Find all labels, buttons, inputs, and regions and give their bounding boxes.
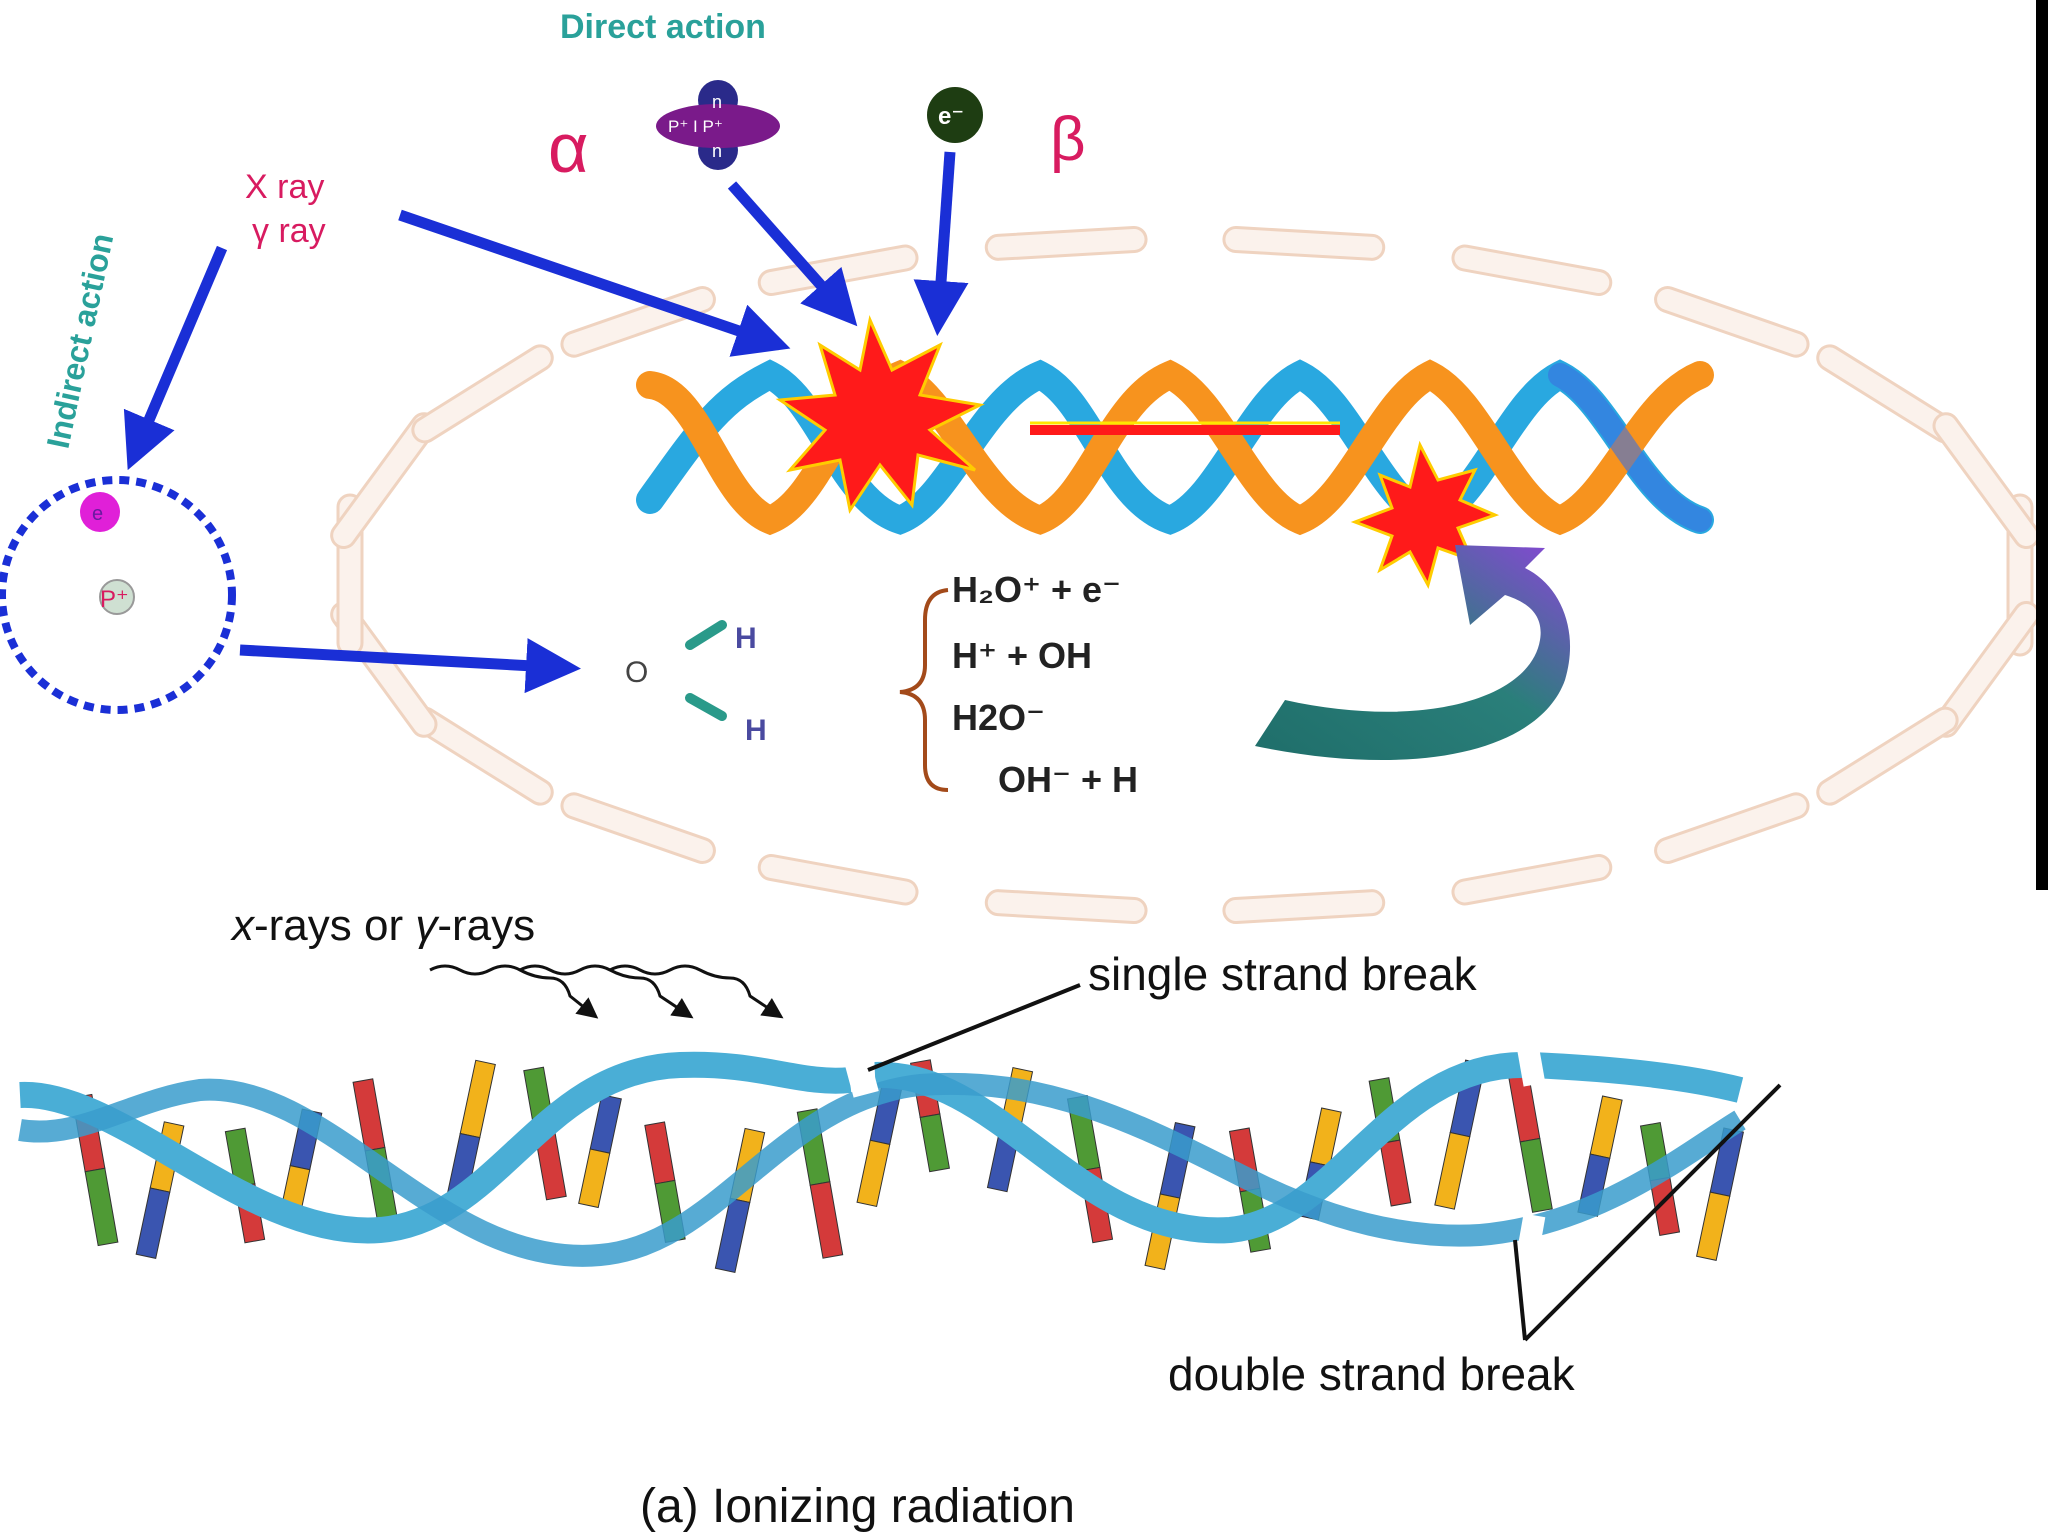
beta-arrow [913,151,969,336]
caption: (a) Ionizing radiation [640,1480,1075,1533]
membrane-segment [560,792,716,865]
xray-arrow [398,209,791,357]
atom-electron-label: e [92,503,103,525]
base-pair-segment [1519,1137,1553,1213]
alpha-arrow [727,181,858,327]
rays-label-gamma: γ [415,901,440,950]
atom-icon: P⁺ e [0,476,236,714]
membrane-segment [1654,792,1810,865]
xray-label: X ray [245,168,324,206]
base-pair-segment [856,1139,891,1208]
bottom-panel: x-rays or γ-rays single strand break dou… [18,901,1782,1533]
backbone-1 [19,1051,1744,1244]
dna-helix-bottom [18,1043,1746,1267]
strand-orange [636,359,1714,536]
base-pair-segment [644,1121,676,1185]
water-molecule-icon: O H H [625,620,767,747]
alpha-protons: P⁺ I P⁺ [668,117,723,136]
base-pair-segment [1379,1139,1412,1207]
reaction-1: H₂O⁺ + e⁻ [952,569,1121,610]
indirect-arrow [123,245,228,471]
radiation-arrows [123,151,969,694]
ray-1 [429,964,599,1019]
rays-label-x: x [230,901,256,950]
water-oxygen: O [625,656,648,689]
cell-membrane [330,225,2040,925]
curved-arrow [1255,545,1571,761]
membrane-segment [1932,412,2040,549]
reaction-2: H⁺ + OH [952,635,1092,676]
damage-bursts [775,315,1500,589]
base-pair-segment [84,1167,119,1247]
incoming-rays [429,964,784,1019]
base-pair-segment [919,1113,950,1173]
strand-blue-end [1548,363,1712,532]
beta-electron-label: e⁻ [938,103,964,130]
base-pair-segment [459,1059,496,1139]
base-pair-segment [809,1181,844,1259]
membrane-segment [411,344,554,444]
backbone-2 [18,1072,1746,1267]
membrane-segment [984,889,1148,925]
membrane-segment [1451,244,1613,297]
gamma-ray-label: γ ray [252,212,326,250]
ray-2 [519,964,694,1019]
membrane-segment [757,244,919,297]
reaction-products: H₂O⁺ + e⁻ H⁺ + OH H2O⁻ OH⁻ + H [952,569,1138,800]
base-pair-segment [135,1187,171,1259]
reaction-4: OH⁻ + H [998,759,1138,800]
base-pair-segment [1434,1131,1471,1210]
single-break-pointer [867,983,1081,1072]
alpha-particle-icon: n n P⁺ I P⁺ [656,80,780,170]
rays-label: x-rays or γ-rays [230,901,535,950]
rays-label-end: -rays [437,901,535,950]
beta-electron-icon: e⁻ [927,87,983,143]
membrane-segment [1654,285,1810,358]
water-arrow [239,638,581,694]
double-break-pointer-2 [1513,1239,1527,1341]
ray-3 [609,964,784,1019]
water-h-bottom: H [745,714,767,747]
alpha-neutron-top: n [712,92,722,112]
membrane-segment [984,225,1148,261]
rays-label-mid: -rays or [254,901,415,950]
base-pair-segment [578,1148,611,1209]
alpha-neutron-bottom: n [712,141,722,161]
reaction-3: H2O⁻ [952,697,1045,738]
alpha-symbol: α [548,109,588,187]
membrane-segment [757,853,919,906]
burst-direct [775,315,985,514]
membrane-segment [1451,853,1613,906]
base-pair-segment [1589,1095,1623,1159]
right-edge-bar [2036,0,2048,890]
direct-action-label: Direct action [560,8,766,46]
break-pointers [867,983,1782,1342]
top-panel: Direct action α β n n P⁺ I P⁺ e⁻ X ray γ… [0,8,2040,925]
base-pair-segment [714,1197,751,1274]
single-break-label: single strand break [1088,948,1478,1000]
membrane-segment [1222,225,1386,261]
reaction-brace [899,588,949,792]
double-break-pointer-1 [1523,1083,1782,1342]
water-h-top: H [735,622,757,655]
proton-label: P⁺ [100,586,129,613]
base-pair-segment [1695,1191,1731,1261]
membrane-segment [1222,889,1386,925]
indirect-action-label: Indirect action [40,230,121,451]
double-break-label: double strand break [1168,1348,1576,1400]
membrane-segment [1816,706,1959,806]
beta-symbol: β [1050,105,1086,174]
